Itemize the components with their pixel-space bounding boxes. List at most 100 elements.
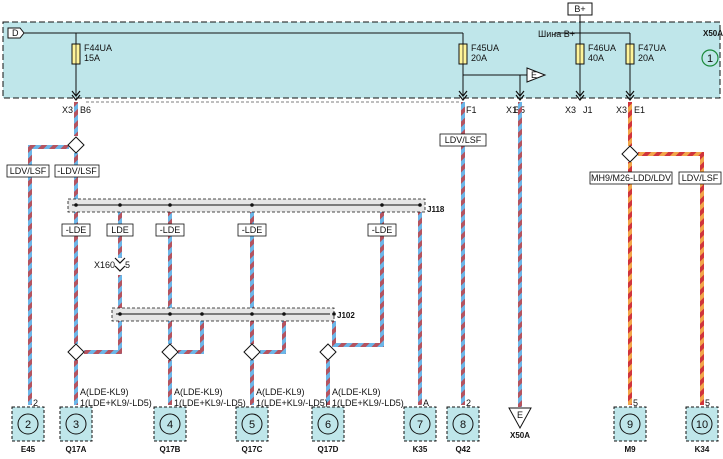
consumer-e-ground: E X50A <box>508 407 532 440</box>
bus-bplus-text: Шина B+ <box>538 29 575 39</box>
tag-mh9: MH9/M26-LDD/LDV <box>591 173 671 183</box>
tag-lde-4: -LDE <box>242 225 263 235</box>
consumer-10: 10 K34 <box>685 406 719 454</box>
tag-lde-2: LDE <box>111 225 129 235</box>
svg-text:E45: E45 <box>21 445 36 454</box>
svg-text:J102: J102 <box>337 311 355 320</box>
svg-text:8: 8 <box>460 419 466 431</box>
tag-ldv-right: LDV/LSF <box>682 173 719 183</box>
wires-blue-red <box>28 102 522 407</box>
variant-b-q17b: 1(LDE+KL9/-LD5) <box>174 398 246 408</box>
svg-text:4: 4 <box>167 419 173 431</box>
svg-text:F46UA: F46UA <box>588 43 616 53</box>
svg-text:Q17A: Q17A <box>66 445 87 454</box>
consumer-5: 5 Q17C <box>235 406 269 454</box>
variant-b-q17a: 1(LDE+KL9/-LD5) <box>80 398 152 408</box>
splice-q17c <box>243 343 261 361</box>
pin-f1: F1 <box>466 105 477 115</box>
variant-b-q17c: 1(LDE+KL9/-LD5) <box>256 398 328 408</box>
bus-d-label: D <box>12 28 19 38</box>
svg-text:20A: 20A <box>471 53 487 63</box>
consumer-8: 8 Q42 <box>446 406 480 454</box>
svg-text:K35: K35 <box>413 445 428 454</box>
tag-ldv-left2: -LDV/LSF <box>57 166 97 176</box>
tag-ldv-left: LDV/LSF <box>10 166 47 176</box>
svg-text:9: 9 <box>627 419 633 431</box>
svg-text:Q17D: Q17D <box>318 445 339 454</box>
fuse-box-number: 1 <box>707 53 713 65</box>
pin-e1: E1 <box>634 105 645 115</box>
fuse-box-number-badge <box>701 49 719 67</box>
consumer-pins: 2 A 2 5 5 <box>33 398 710 408</box>
variant-a-q17b: A(LDE-KL9) <box>174 387 223 397</box>
splice-q17b <box>161 343 179 361</box>
connector-x160: X160 5 <box>94 257 130 272</box>
variant-a-q17c: A(LDE-KL9) <box>256 387 305 397</box>
consumer-2: 2 E45 <box>11 406 45 454</box>
consumers: 2 E45 3 Q17A 4 Q17B 5 Q17C 6 Q17D <box>11 406 719 454</box>
svg-text:Q17B: Q17B <box>160 445 181 454</box>
svg-text:X50A: X50A <box>510 431 530 440</box>
svg-text:5: 5 <box>705 398 710 408</box>
consumer-4: 4 Q17B <box>153 406 187 454</box>
svg-text:F44UA: F44UA <box>84 43 112 53</box>
tag-lde-3: -LDE <box>160 225 181 235</box>
svg-text:M9: M9 <box>624 445 636 454</box>
wires-orange-red <box>628 102 704 405</box>
tag-lde-5: -LDE <box>372 225 393 235</box>
pin-connector-x3-2: X3 <box>565 105 576 115</box>
svg-text:K34: K34 <box>695 445 710 454</box>
svg-text:40A: 40A <box>588 53 604 63</box>
output-e-label: E <box>531 70 537 80</box>
splice-j102: J102 <box>111 307 355 322</box>
splice-diamonds <box>67 136 639 361</box>
svg-text:10: 10 <box>696 419 708 431</box>
variant-labels: A(LDE-KL9) 1(LDE+KL9/-LD5) A(LDE-KL9) 1(… <box>80 387 404 408</box>
fuse-f45ua: F45UA 20A <box>458 43 499 65</box>
tag-lde-1: -LDE <box>66 225 87 235</box>
variant-b-q17d: 1(LDE+KL9/-LD5) <box>332 398 404 408</box>
svg-text:5: 5 <box>249 419 255 431</box>
pin-connector-x3-3: X3 <box>616 105 627 115</box>
svg-text:Q17C: Q17C <box>242 445 263 454</box>
splice-q17d <box>319 343 337 361</box>
svg-text:7: 7 <box>417 419 423 431</box>
svg-text:2: 2 <box>33 398 38 408</box>
svg-text:F47UA: F47UA <box>638 43 666 53</box>
splice-right <box>621 145 639 163</box>
pin-b6: B6 <box>80 105 91 115</box>
splice-q17a <box>67 343 85 361</box>
fuse-box-id: X50A <box>703 29 723 38</box>
svg-text:5: 5 <box>125 260 130 270</box>
consumer-6: 6 Q17D <box>311 406 345 454</box>
b-plus-tag: B+ <box>567 2 593 22</box>
svg-text:2: 2 <box>25 419 31 431</box>
fuse-box-panel <box>2 21 721 99</box>
consumer-7: 7 K35 <box>403 406 437 454</box>
b-plus-label: B+ <box>574 4 585 14</box>
svg-text:Q42: Q42 <box>455 445 471 454</box>
bus-d-input: D <box>7 27 25 39</box>
pin-connector-x3-1: X3 <box>62 105 73 115</box>
tag-ldv-f45: LDV/LSF <box>445 135 482 145</box>
splice-top-left <box>67 136 85 154</box>
splice-j118: J118 <box>67 198 445 214</box>
svg-text:J118: J118 <box>427 205 445 214</box>
svg-text:E: E <box>517 410 523 420</box>
svg-text:2: 2 <box>466 398 471 408</box>
svg-text:5: 5 <box>633 398 638 408</box>
svg-text:F45UA: F45UA <box>471 43 499 53</box>
pin-j1: J1 <box>583 105 593 115</box>
svg-text:20A: 20A <box>638 53 654 63</box>
consumer-3: 3 Q17A <box>59 406 93 454</box>
svg-text:15A: 15A <box>84 53 100 63</box>
svg-text:X160: X160 <box>94 260 115 270</box>
variant-a-q17a: A(LDE-KL9) <box>80 387 129 397</box>
wire-tags: LDV/LSF -LDV/LSF LDV/LSF MH9/M26-LDD/LDV… <box>6 133 722 237</box>
svg-text:3: 3 <box>73 419 79 431</box>
pin-connector-x1: X1 <box>506 105 517 115</box>
svg-text:6: 6 <box>325 419 331 431</box>
variant-a-q17d: A(LDE-KL9) <box>332 387 381 397</box>
svg-text:A: A <box>423 398 429 408</box>
